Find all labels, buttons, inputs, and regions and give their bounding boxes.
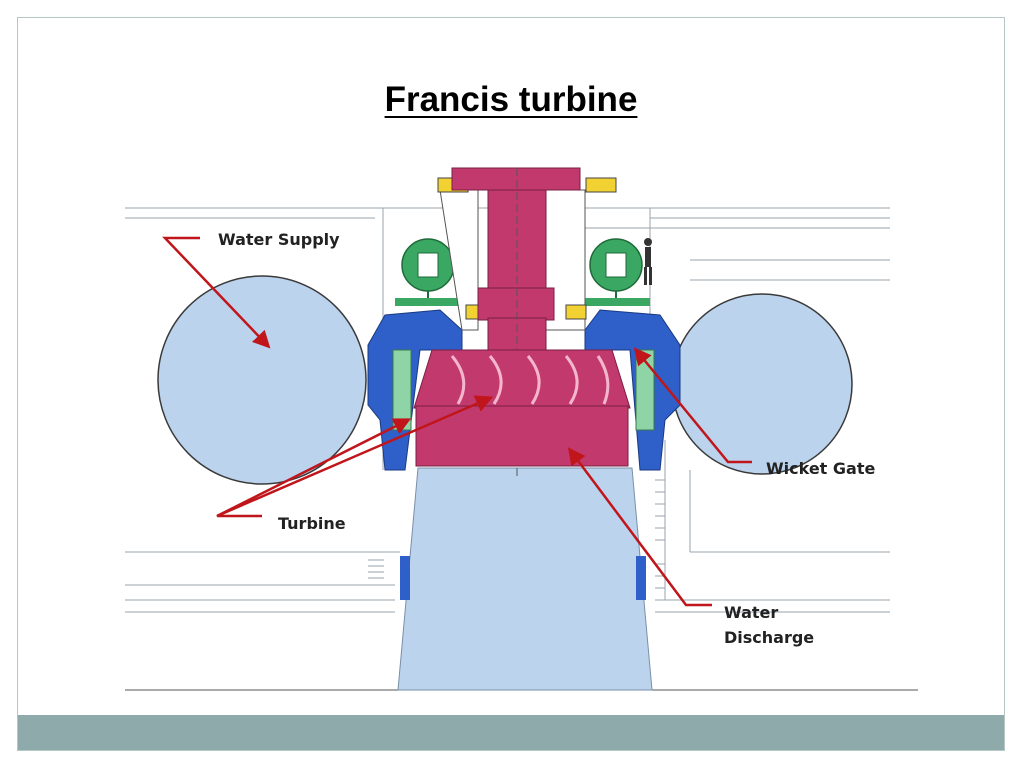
left-scale-ticks <box>368 559 384 579</box>
label-water-discharge-line2: Discharge <box>724 628 814 647</box>
label-turbine: Turbine <box>278 514 346 533</box>
label-wicket-gate: Wicket Gate <box>766 459 875 478</box>
slide-footer-bar <box>18 715 1004 750</box>
draft-tube-flange-left <box>400 556 410 600</box>
draft-tube <box>397 467 653 691</box>
turbine-runner <box>413 349 631 467</box>
servo-motor-left <box>395 238 465 306</box>
servo-motor-right <box>580 238 650 306</box>
slide-title: Francis turbine <box>384 80 638 119</box>
draft-tube-flange-right <box>636 556 646 600</box>
arrow-wicket-gate <box>633 347 752 464</box>
turbine-shaft <box>451 167 581 480</box>
annotation-arrows <box>162 236 752 607</box>
operator-figure-icon <box>644 238 652 285</box>
top-bearing-right <box>585 177 617 193</box>
guide-vanes-left <box>392 349 412 431</box>
guide-bearing-right <box>565 304 587 320</box>
arrow-water-supply <box>162 236 271 349</box>
volute-left <box>157 275 367 485</box>
arrow-water-discharge <box>567 447 712 607</box>
label-water-discharge-line1: Water <box>724 603 778 622</box>
volute-right <box>671 293 853 475</box>
arrow-turbine-upper <box>216 418 412 518</box>
label-water-supply: Water Supply <box>218 230 340 249</box>
right-scale-ticks <box>655 479 665 589</box>
